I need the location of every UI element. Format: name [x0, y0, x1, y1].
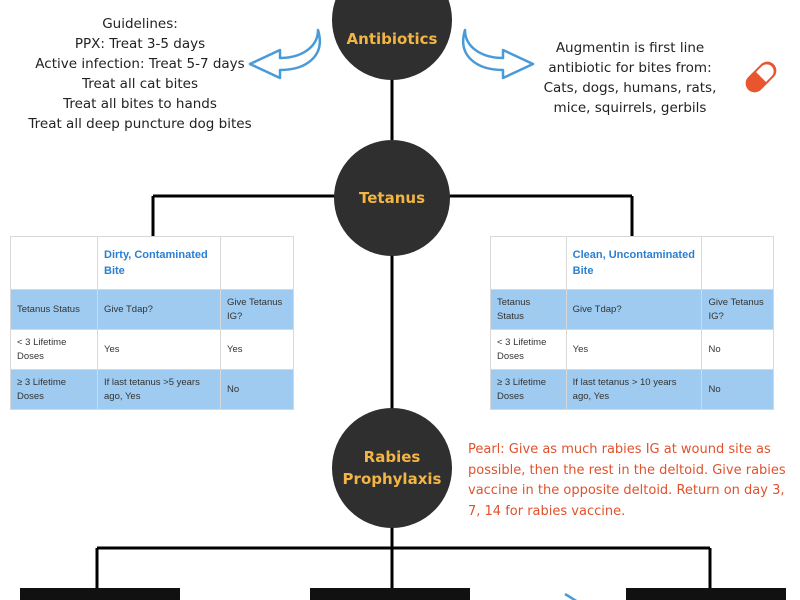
rabies-label-line1: Rabies — [363, 448, 421, 466]
clean-bite-table: Clean, Uncontaminated Bite Tetanus Statu… — [490, 236, 774, 410]
rabies-node: Rabies Prophylaxis — [332, 408, 452, 528]
guideline-line: PPX: Treat 3-5 days — [74, 36, 206, 52]
table-cell: Tetanus Status — [490, 289, 567, 330]
augmentin-line: antibiotic for bites from: — [548, 60, 712, 76]
dirty-bite-heading: Dirty, Contaminated Bite — [104, 249, 208, 277]
antibiotic-guidelines: Guidelines: PPX: Treat 3-5 days Active i… — [20, 14, 260, 134]
guideline-line: Guidelines: — [102, 16, 178, 32]
guideline-line: Treat all deep puncture dog bites — [28, 116, 252, 132]
bottom-box-left — [20, 588, 180, 600]
dirty-bite-table: Dirty, Contaminated Bite Tetanus Status … — [10, 236, 294, 410]
table-cell: Give Tetanus IG? — [701, 289, 774, 330]
table-cell: ≥ 3 Lifetime Doses — [10, 369, 98, 410]
guideline-line: Treat all bites to hands — [63, 96, 217, 112]
right-arrow-icon — [462, 28, 535, 80]
table-cell: Yes — [220, 329, 294, 370]
table-cell: No — [701, 369, 774, 410]
table-row: Tetanus Status Give Tdap? Give Tetanus I… — [490, 289, 774, 330]
augmentin-note: Augmentin is first line antibiotic for b… — [530, 38, 730, 118]
table-cell: < 3 Lifetime Doses — [10, 329, 98, 370]
guideline-line: Treat all cat bites — [82, 76, 198, 92]
table-cell: If last tetanus >5 years ago, Yes — [97, 369, 221, 410]
bottom-arrow-icon — [564, 592, 578, 600]
table-row: Tetanus Status Give Tdap? Give Tetanus I… — [10, 289, 294, 330]
antibiotics-label: Antibiotics — [346, 30, 438, 48]
augmentin-line: Cats, dogs, humans, rats, — [543, 80, 717, 96]
rabies-pearl-note: Pearl: Give as much rabies IG at wound s… — [468, 442, 786, 519]
bottom-box-center — [310, 588, 470, 600]
table-cell: If last tetanus > 10 years ago, Yes — [565, 369, 703, 410]
table-cell: No — [220, 369, 294, 410]
clean-bite-heading: Clean, Uncontaminated Bite — [572, 249, 695, 277]
left-arrow-icon — [248, 28, 321, 80]
table-cell: Give Tdap? — [565, 289, 703, 330]
table-cell: Give Tetanus IG? — [220, 289, 294, 330]
rabies-label-line2: Prophylaxis — [342, 470, 442, 488]
guideline-line: Active infection: Treat 5-7 days — [35, 56, 245, 72]
table-cell: Yes — [565, 329, 703, 370]
table-cell: Give Tdap? — [97, 289, 221, 330]
table-row: ≥ 3 Lifetime Doses If last tetanus >5 ye… — [10, 369, 294, 410]
tetanus-label: Tetanus — [359, 189, 425, 207]
table-row: < 3 Lifetime Doses Yes No — [490, 329, 774, 370]
table-row: < 3 Lifetime Doses Yes Yes — [10, 329, 294, 370]
pill-icon — [745, 61, 777, 93]
augmentin-line: Augmentin is first line — [555, 40, 705, 56]
table-cell: Tetanus Status — [10, 289, 98, 330]
table-cell: < 3 Lifetime Doses — [490, 329, 567, 370]
table-row: ≥ 3 Lifetime Doses If last tetanus > 10 … — [490, 369, 774, 410]
table-cell: Yes — [97, 329, 221, 370]
tetanus-node: Tetanus — [334, 140, 450, 256]
bottom-box-right — [626, 588, 786, 600]
table-cell: ≥ 3 Lifetime Doses — [490, 369, 567, 410]
table-cell: No — [701, 329, 774, 370]
augmentin-line: mice, squirrels, gerbils — [553, 100, 707, 116]
